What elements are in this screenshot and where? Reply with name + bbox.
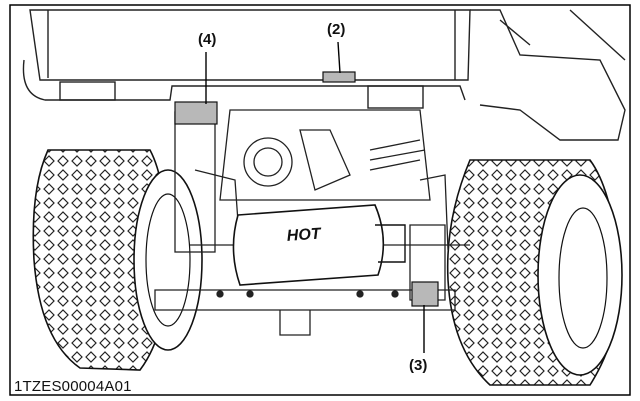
figure-id: 1TZES00004A01: [14, 378, 132, 395]
callout-3: (3): [409, 357, 428, 374]
leader-line-2: [337, 41, 341, 74]
muffler: [232, 204, 406, 286]
warning-label-4-patch: [174, 101, 218, 125]
left-tire: [32, 149, 203, 371]
warning-label-2-patch: [322, 71, 356, 83]
callout-4: (4): [198, 31, 217, 48]
cargo-bed: [22, 9, 626, 141]
muffler-hot-text: HOT: [286, 225, 322, 244]
callout-2: (2): [327, 21, 346, 38]
warning-label-3-patch: [411, 281, 439, 307]
right-tire: [446, 159, 623, 386]
